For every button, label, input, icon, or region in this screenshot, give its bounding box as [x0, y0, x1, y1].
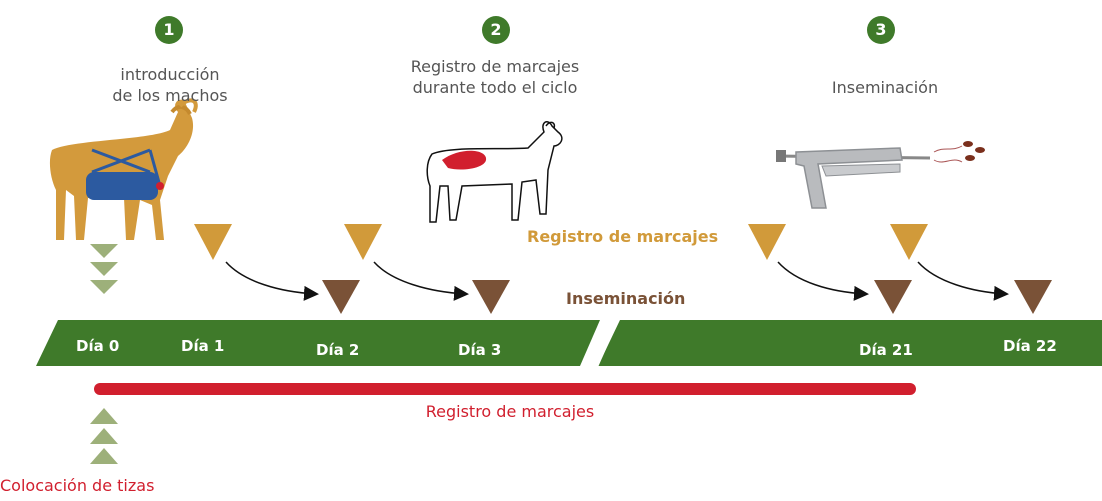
chalk-placement-markers: [90, 408, 118, 464]
goat-outline-icon: [426, 121, 563, 223]
timeline-band: [36, 317, 1102, 369]
day-label: Día 21: [859, 341, 913, 359]
step-3-label: Inseminación: [831, 78, 939, 97]
insemination-markers: [322, 280, 1052, 314]
legend-marcajes-label: Registro de marcajes: [527, 227, 719, 246]
step-2-label: Registro de marcajes durante todo el cic…: [410, 57, 580, 97]
legend-inseminacion-label: Inseminación: [566, 289, 686, 308]
day-label: Día 22: [1003, 337, 1057, 355]
marking-period-label: Registro de marcajes: [425, 402, 595, 421]
day-label: Día 2: [316, 341, 360, 359]
step-2-badge: 2: [482, 16, 510, 44]
arrows: [225, 261, 1009, 301]
marking-markers: [194, 224, 928, 260]
day-label: Día 3: [458, 341, 502, 359]
step-3-badge: 3: [867, 16, 895, 44]
day-label: Día 1: [181, 337, 225, 355]
day-label: Día 0: [76, 337, 120, 355]
marking-period-bar: [94, 383, 916, 395]
step-1-badge: 1: [155, 16, 183, 44]
goat-with-harness-icon: [49, 98, 198, 240]
insemination-gun-icon: [775, 141, 985, 209]
chalk-placement-label: Colocación de tizas: [0, 476, 155, 495]
male-introduction-markers: [90, 244, 118, 294]
step-1-label: introducción de los machos: [112, 65, 228, 105]
